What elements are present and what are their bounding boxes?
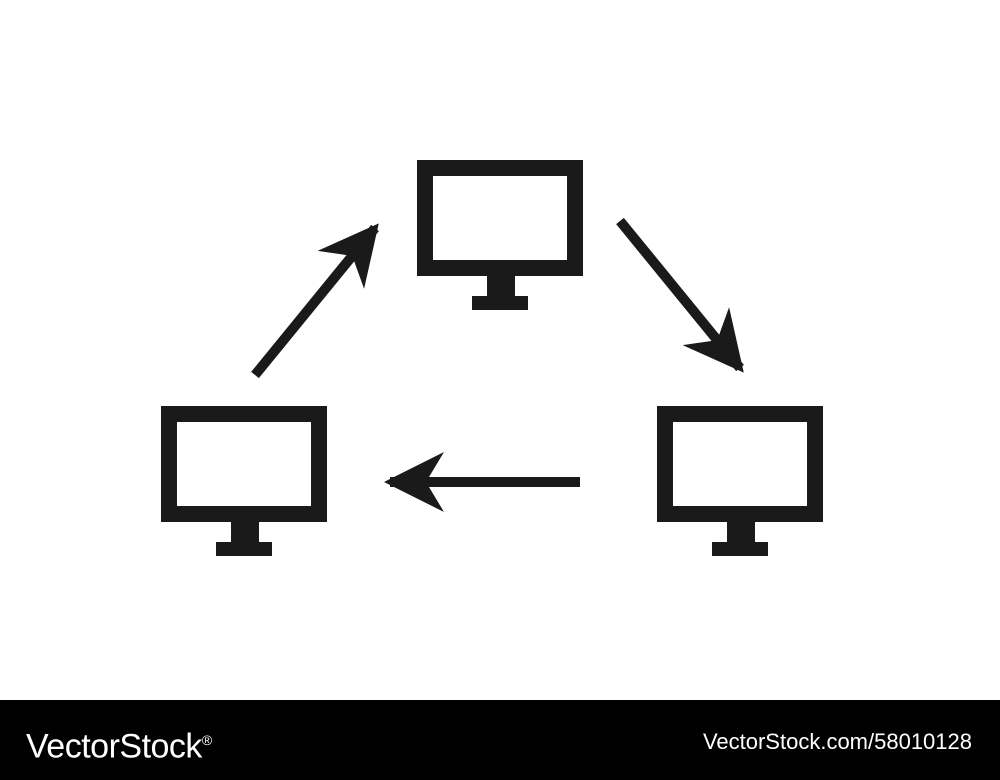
top-monitor-icon	[417, 160, 583, 310]
registered-mark: ®	[201, 732, 212, 748]
arrow-top-to-right	[616, 217, 744, 373]
arrow-left-to-top	[251, 223, 379, 379]
image-id-text: VectorStock.com/58010128	[702, 729, 972, 754]
watermark-footer: VectorStock® VectorStock.com/58010128	[0, 700, 1000, 780]
right-monitor-icon	[657, 406, 823, 556]
vectorstock-logo: VectorStock®	[26, 720, 212, 766]
left-monitor-icon	[161, 406, 327, 556]
network-cycle-diagram	[161, 160, 823, 556]
brand-text: VectorStock	[26, 727, 202, 766]
